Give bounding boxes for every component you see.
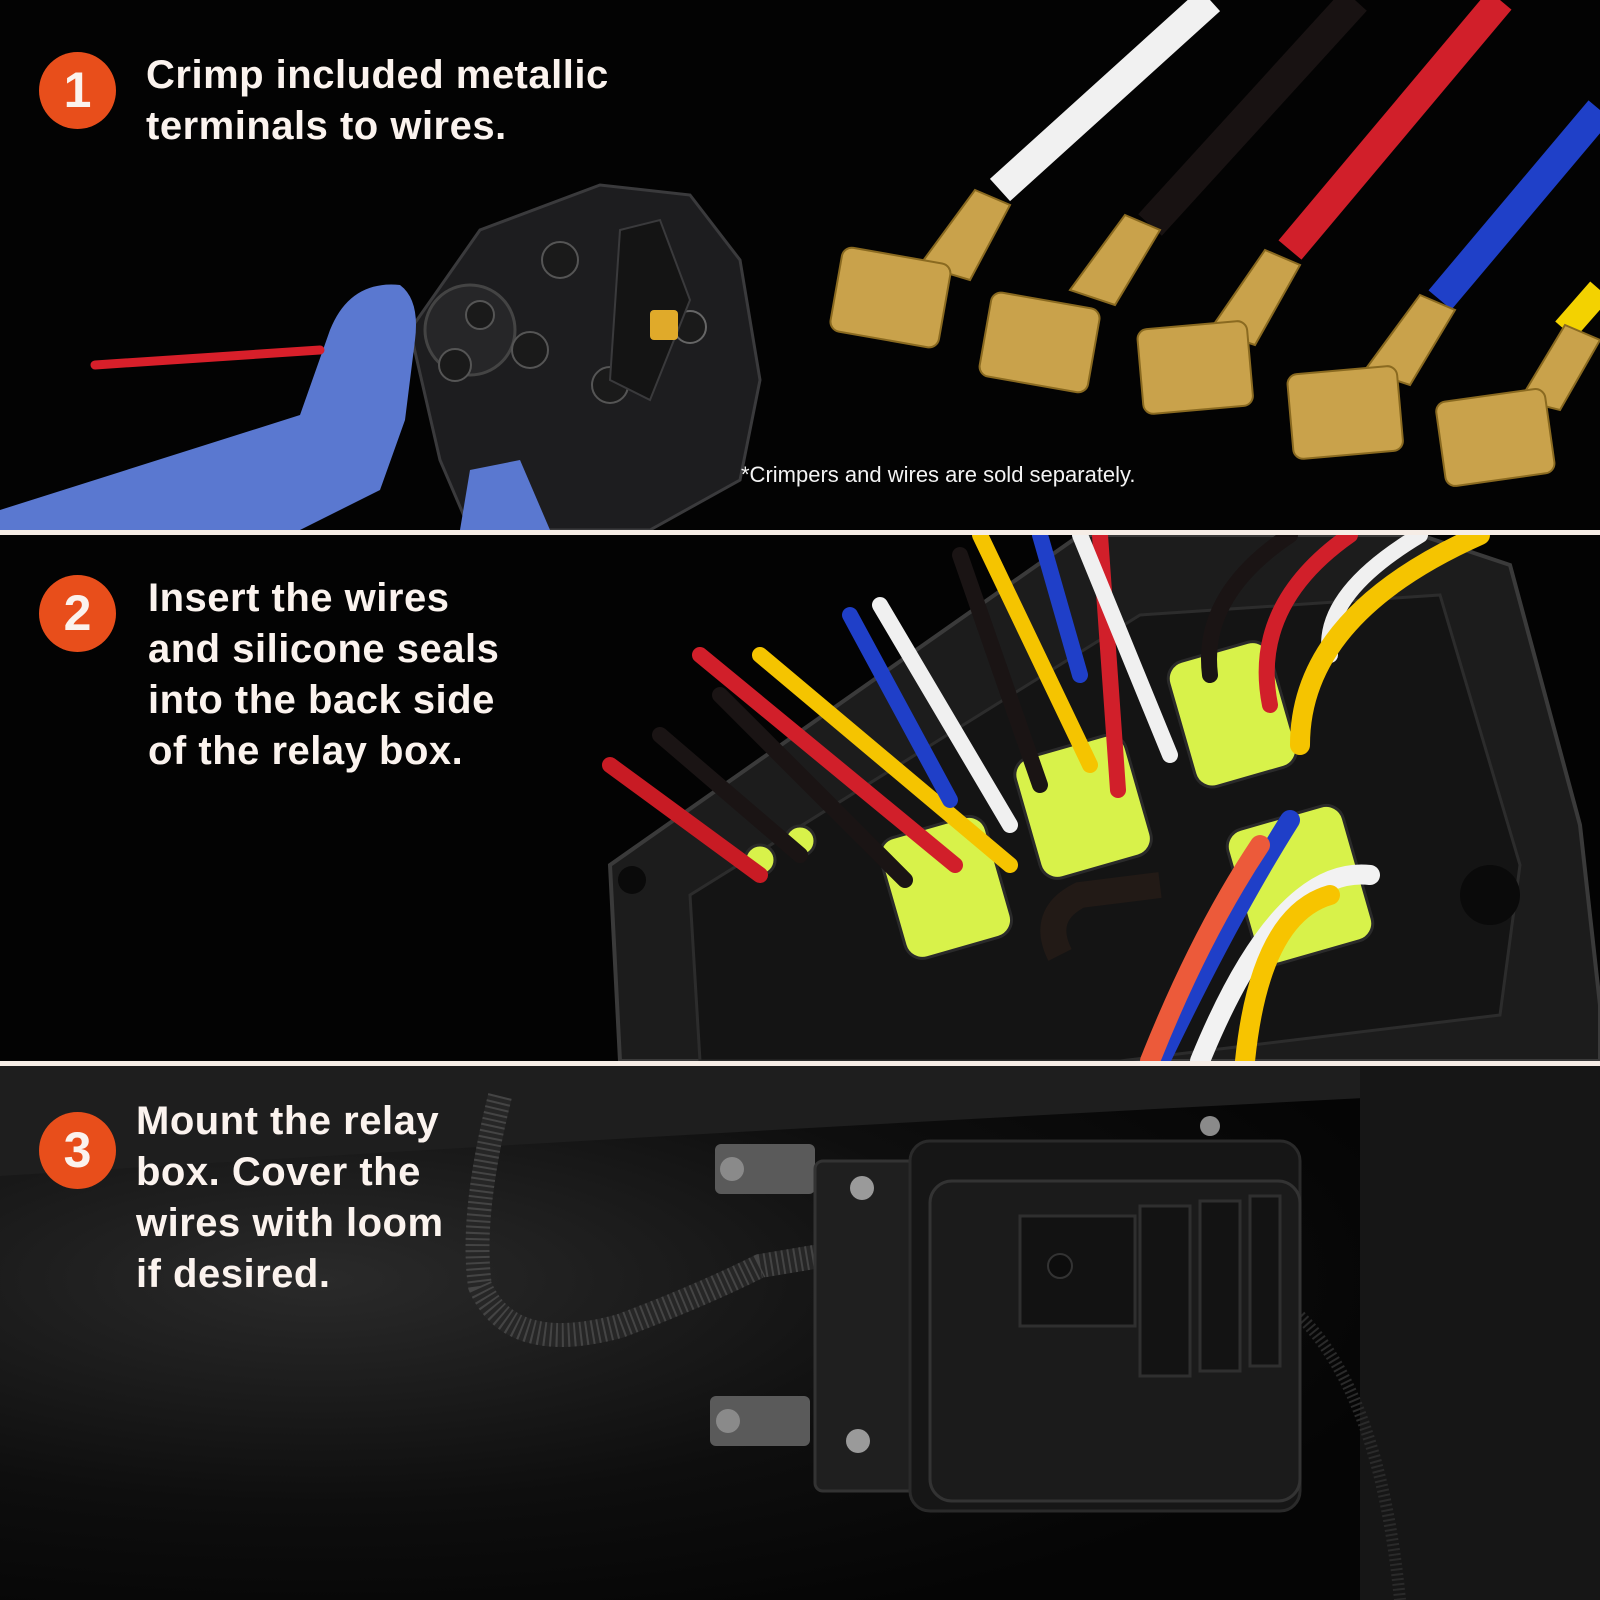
step-2-text: Insert the wires and silicone seals into… [148, 573, 499, 777]
step-text-line: Crimp included metallic [146, 53, 609, 97]
mounted-relay-box-illustration [0, 1066, 1600, 1600]
step-2-panel: 2 Insert the wires and silicone seals in… [0, 535, 1600, 1061]
step-text-line: box. Cover the [136, 1150, 421, 1194]
crimper-tool-icon [408, 183, 762, 530]
step-badge: 2 [39, 575, 116, 652]
step-text-line: if desired. [136, 1252, 331, 1296]
step-3-panel: 3 Mount the relay box. Cover the wires w… [0, 1066, 1600, 1600]
wire-terminals [829, 0, 1600, 487]
step-1-text: Crimp included metallic terminals to wir… [146, 50, 609, 152]
relay-box-back-illustration [602, 535, 1600, 1061]
step-text-line: Insert the wires [148, 576, 450, 620]
step-text-line: and silicone seals [148, 627, 500, 671]
section-divider [0, 530, 1600, 535]
crimping-illustration [0, 0, 1600, 530]
step-3-text: Mount the relay box. Cover the wires wit… [136, 1096, 444, 1300]
disclaimer-note: *Crimpers and wires are sold separately. [741, 462, 1136, 487]
step-text-line: terminals to wires. [146, 104, 507, 148]
step-badge: 1 [39, 52, 116, 129]
section-divider [0, 1061, 1600, 1066]
step-1-panel: 1 Crimp included metallic terminals to w… [0, 0, 1600, 530]
step-text-line: of the relay box. [148, 729, 464, 773]
step-badge: 3 [39, 1112, 116, 1189]
step-text-line: Mount the relay [136, 1099, 440, 1143]
step-text-line: into the back side [148, 678, 495, 722]
step-text-line: wires with loom [136, 1201, 444, 1245]
